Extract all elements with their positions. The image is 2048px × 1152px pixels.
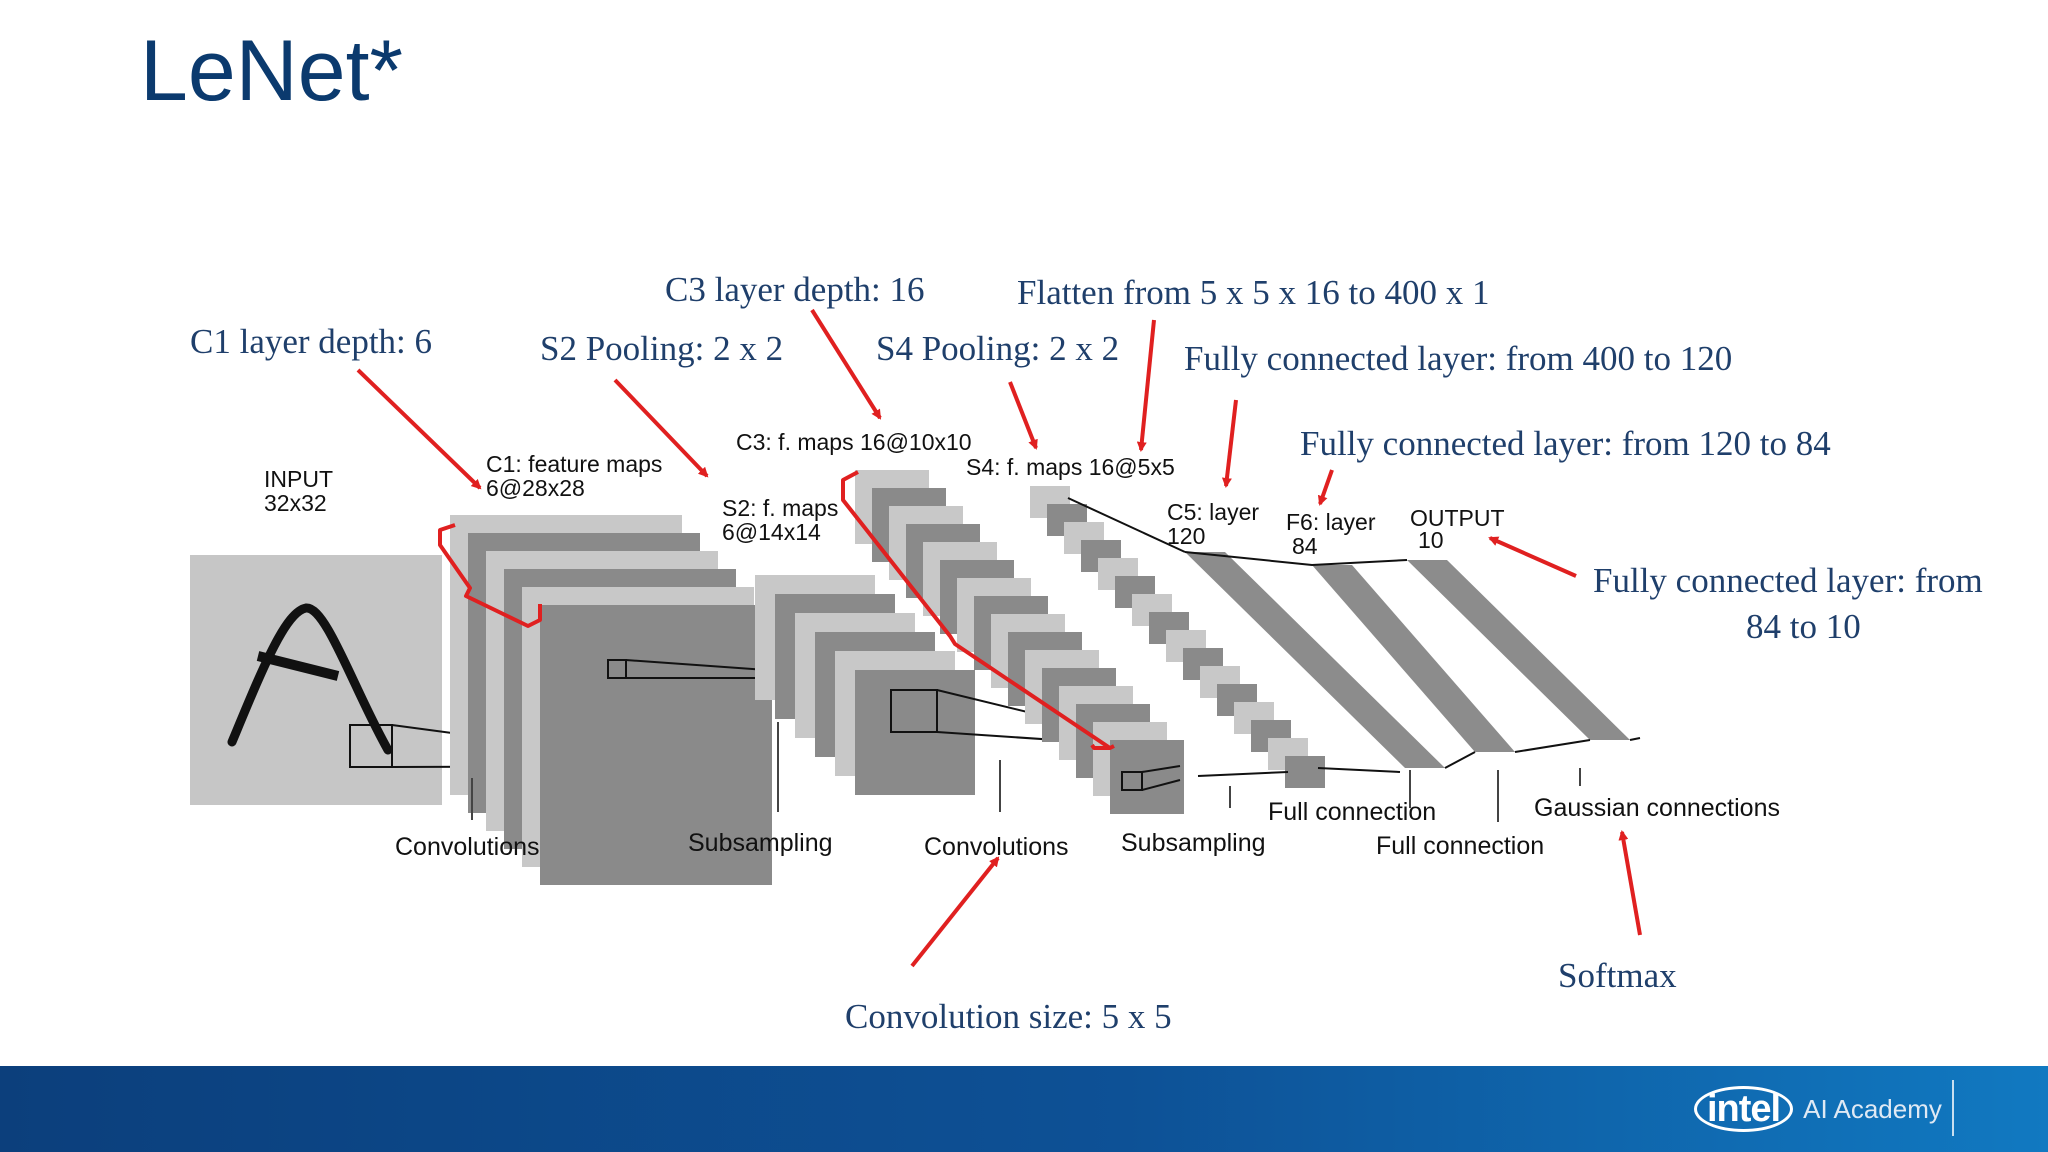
- f6-band: [1312, 565, 1515, 752]
- intel-brand: intel: [1694, 1086, 1794, 1132]
- letter-a-glyph: [227, 603, 393, 755]
- bottom-label-full-connection-1: Full connection: [1268, 798, 1436, 826]
- academy-label: AI Academy: [1803, 1093, 1942, 1124]
- annotation-softmax: Softmax: [1558, 956, 1677, 995]
- depth-brackets: [438, 470, 1115, 750]
- s4-map: [1285, 756, 1325, 788]
- annotation-fc-120-84: Fully connected layer: from 120 to 84: [1300, 424, 1831, 463]
- bottom-label-convolutions-1: Convolutions: [395, 833, 540, 861]
- bottom-label-subsampling-1: Subsampling: [688, 829, 833, 857]
- c3-projection: [1141, 765, 1181, 791]
- letter-a-crossbar: [256, 651, 340, 681]
- s2-kernel: [890, 689, 938, 733]
- bottom-label-convolutions-2: Convolutions: [924, 833, 1069, 861]
- annotation-s2-pooling: S2 Pooling: 2 x 2: [540, 329, 783, 368]
- c3-kernel: [1121, 771, 1143, 791]
- c1-map: [540, 605, 772, 885]
- slide-title: LeNet*: [140, 23, 403, 119]
- tick-lines: [471, 722, 1581, 822]
- bottom-label-full-connection-2: Full connection: [1376, 832, 1544, 860]
- c3-feature-maps: [855, 470, 1184, 814]
- output-band: [1407, 560, 1630, 740]
- annotation-c3-depth: C3 layer depth: 16: [665, 270, 925, 309]
- bottom-label-subsampling-2: Subsampling: [1121, 829, 1266, 857]
- annotation-fc-400-120: Fully connected layer: from 400 to 120: [1184, 339, 1732, 378]
- annotation-s4-pooling: S4 Pooling: 2 x 2: [876, 329, 1119, 368]
- intel-ai-academy-logo: intel AI Academy: [1694, 1084, 1942, 1134]
- c1-feature-maps: [450, 515, 772, 885]
- c3-label: C3: f. maps 16@10x10: [736, 429, 972, 455]
- annotation-c1-depth: C1 layer depth: 6: [190, 322, 432, 361]
- annotation-conv-size: Convolution size: 5 x 5: [845, 997, 1172, 1036]
- s4-feature-maps: [1030, 486, 1325, 788]
- s2-feature-maps: [755, 575, 975, 795]
- s4-label: S4: f. maps 16@5x5: [966, 454, 1175, 480]
- annotation-arrows: [356, 308, 1642, 968]
- s4-flatten-lines: [1067, 497, 1289, 777]
- c5-band: [1185, 552, 1445, 768]
- c1-kernel: [607, 659, 627, 679]
- input-image: [190, 555, 442, 805]
- annotation-flatten: Flatten from 5 x 5 x 16 to 400 x 1: [1017, 273, 1489, 312]
- footer-divider: [1952, 1080, 1954, 1136]
- fc-connector-lines: [1184, 551, 1641, 773]
- footer-bar: intel AI Academy: [0, 1066, 2048, 1152]
- bottom-label-gaussian: Gaussian connections: [1534, 794, 1780, 822]
